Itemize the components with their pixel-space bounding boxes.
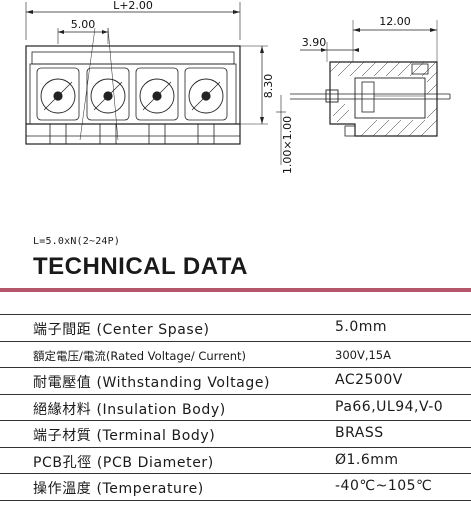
spec-value: -40℃~105℃ [335, 478, 433, 494]
table-row: 操作溫度 (Temperature) -40℃~105℃ [0, 474, 471, 501]
screw-pos-1 [36, 67, 80, 121]
screw-pos-2 [86, 67, 130, 121]
table-row: 絕緣材料 (Insulation Body) Pa66,UL94,V-0 [0, 395, 471, 421]
table-row: PCB孔徑 (PCB Diameter) Ø1.6mm [0, 448, 471, 474]
spec-label: 操作溫度 (Temperature) [33, 481, 204, 497]
spec-label: 端子材質 (Terminal Body) [33, 428, 216, 444]
spec-label: 額定電压/電流(Rated Voltage/ Current) [33, 348, 247, 363]
spec-value: 5.0mm [335, 319, 388, 335]
technical-drawing: L+2.00 5.00 8.30 1.00×1.00 12.00 3.90 [25, 0, 451, 174]
dim-pitch-label: 5.00 [71, 18, 96, 31]
dim-height-label: 8.30 [262, 74, 275, 99]
spec-value: AC2500V [335, 372, 403, 388]
spec-table: 端子間距 (Center Spase) 5.0mm 額定電压/電流(Rated … [0, 314, 471, 501]
table-row: 額定電压/電流(Rated Voltage/ Current) 300V,15A [0, 342, 471, 368]
spec-label: 耐電壓值 (Withstanding Voltage) [33, 375, 271, 391]
dim-offset-label: 3.90 [302, 36, 327, 49]
section-heading: TECHNICAL DATA [33, 253, 248, 280]
spec-label: PCB孔徑 (PCB Diameter) [33, 454, 214, 471]
formula-note: L=5.0xN(2~24P) [33, 236, 121, 247]
table-row: 端子間距 (Center Spase) 5.0mm [0, 315, 471, 342]
screw-pos-3 [135, 67, 179, 121]
heading-rule [0, 288, 471, 292]
spec-label: 端子間距 (Center Spase) [33, 322, 210, 338]
table-row: 端子材質 (Terminal Body) BRASS [0, 421, 471, 448]
dim-pin-label: 1.00×1.00 [281, 116, 294, 174]
side-view [290, 20, 451, 137]
front-view [25, 2, 286, 165]
spec-value: Pa66,UL94,V-0 [335, 398, 444, 415]
spec-value: BRASS [335, 425, 384, 441]
spec-value: 300V,15A [335, 347, 391, 362]
spec-value: Ø1.6mm [335, 451, 399, 468]
dim-total-label: L+2.00 [113, 0, 153, 12]
spec-label: 絕緣材料 (Insulation Body) [33, 401, 226, 418]
table-row: 耐電壓值 (Withstanding Voltage) AC2500V [0, 368, 471, 395]
screw-pos-4 [184, 67, 228, 121]
dim-depth-label: 12.00 [379, 15, 411, 28]
